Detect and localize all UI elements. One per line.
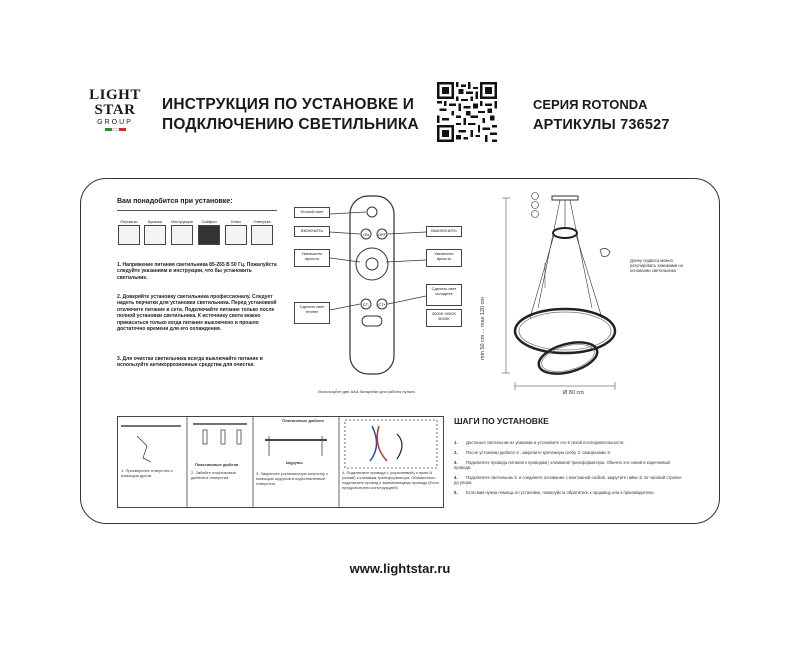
manual-icon	[171, 225, 193, 245]
tool-label: Сайфон	[201, 219, 217, 224]
remote-label-dim-up: Увеличить яркость	[426, 249, 462, 267]
step-caption-3: 3. Закрепите установочную пластину с пом…	[256, 471, 328, 486]
cutters-icon	[144, 225, 166, 245]
install-step: 3.Подключите провода питания к проводам …	[454, 460, 684, 470]
install-step-number: 2.	[454, 450, 458, 455]
chandelier-drawing	[502, 192, 617, 390]
page-title: ИНСТРУКЦИЯ ПО УСТАНОВКЕ И ПОДКЛЮЧЕНИЮ СВ…	[162, 95, 432, 135]
install-step-text: Подключите светильник ① и соедините осно…	[454, 475, 682, 486]
tool-manual: Инструкция	[170, 219, 194, 245]
tool-label: Ключ	[231, 219, 241, 224]
install-step: 2. После установки дюбеля ①, закрепите кр…	[454, 450, 684, 455]
paragraph-1: 1. Напряжение питания светильника 85-265…	[117, 262, 277, 281]
step-caption-2: 2. Забейте пластиковые дюбеля в отверсти…	[191, 470, 236, 480]
italian-flag-icon	[88, 128, 142, 131]
tool-cutters: Кусачки	[143, 219, 167, 245]
install-steps-title: ШАГИ ПО УСТАНОВКЕ	[454, 416, 549, 426]
tool-wrench: Ключ	[224, 219, 248, 245]
plugs-label: Пластиковые дюбеля	[195, 462, 239, 467]
title-line1: ИНСТРУКЦИЯ ПО УСТАНОВКЕ И	[162, 96, 415, 113]
brand-line1: LIGHT	[89, 87, 141, 103]
steps-illustrations	[121, 416, 438, 508]
paragraph-3: 3. Для очистки светильника всегда выключ…	[117, 356, 263, 369]
gloves-icon	[118, 225, 140, 245]
website-link[interactable]: www.lightstar.ru	[349, 561, 451, 576]
series-name: СЕРИЯ ROTONDA	[533, 97, 648, 112]
paragraph-2: 2. Доверяйте установку светильника профе…	[117, 294, 277, 333]
install-step-number: 3.	[454, 460, 458, 465]
install-step-text: После установки дюбеля ①, закрепите креп…	[466, 450, 611, 455]
remote-button-label: CT+	[378, 302, 386, 307]
step-caption-4: 4. Подключите провода L (коричневый) к н…	[342, 470, 439, 490]
remote-label-dim-down: Уменьшить яркость	[294, 249, 330, 267]
plate-label: Платиновые дюбеля	[282, 418, 324, 423]
instruction-card	[80, 178, 720, 524]
remote-label-cooler: Сделать свет холоднее	[426, 284, 462, 306]
cable-note: Длину подвеса можно регулировать зажимам…	[630, 258, 683, 273]
wrench-icon	[225, 225, 247, 245]
title-line2: ПОДКЛЮЧЕНИЮ СВЕТИЛЬНИКА	[162, 116, 419, 133]
series-block: СЕРИЯ ROTONDA АРТИКУЛЫ 736527	[533, 95, 723, 135]
remote-button-label: OFF	[378, 232, 387, 237]
remote-label-warmer: Сделать свет теплее	[294, 302, 330, 324]
install-step: 5. Если вам нужна помощь по установке, по…	[454, 490, 684, 495]
step-caption-1: 1. Просверлите отверстия с помощью дрели…	[121, 468, 173, 478]
remote-label-cct: 3000K 4000K 6000K	[426, 309, 462, 327]
install-step-text: Подключите провода питания к проводам | …	[454, 460, 670, 471]
remote-battery-note: Используйте две ААА батарейки для работы…	[318, 389, 415, 394]
illustrated-steps	[117, 416, 444, 508]
remote-button-label: CT-	[363, 302, 370, 307]
tool-gloves: Перчатки	[117, 219, 141, 245]
remote-diagram: ON OFF CT- CT+	[329, 195, 427, 375]
needs-title: Вам понадобится при установке:	[117, 198, 233, 205]
tool-screwdriver: Отвертка	[250, 219, 274, 245]
siphon-icon	[198, 225, 220, 245]
screws-label: Шурупы	[286, 460, 303, 465]
screwdriver-icon	[251, 225, 273, 245]
remote-label-on: ВКЛЮЧИТЬ	[294, 226, 330, 237]
brand-logo: LIGHT STAR GROUP	[88, 88, 142, 131]
height-dimension: min 50 cm ... max 120 cm	[480, 297, 486, 360]
install-step-number: 1.	[454, 440, 458, 445]
tool-label: Инструкция	[171, 219, 193, 224]
remote-label-off: ВЫКЛЮЧИТЬ	[426, 226, 462, 237]
qr-code-icon	[437, 82, 497, 142]
hand-icon	[599, 248, 611, 257]
install-step: 4.Подключите светильник ① и соедините ос…	[454, 475, 684, 485]
article-number: АРТИКУЛЫ 736527	[533, 117, 670, 133]
tool-label: Отвертка	[253, 219, 271, 224]
install-step-text: Если вам нужна помощь по установке, пожа…	[466, 490, 655, 495]
remote-button-label: ON	[363, 232, 369, 237]
install-step-number: 5.	[454, 490, 458, 495]
needs-divider	[117, 210, 277, 211]
install-step-text: Достаньте светильник из упаковки и устан…	[466, 440, 625, 445]
install-step-number: 4.	[454, 475, 458, 480]
diameter-dimension: Ø 80 cm	[563, 390, 584, 396]
tool-label: Кусачки	[147, 219, 163, 224]
brand-line2: STAR	[94, 102, 136, 118]
remote-label-night: Ночной свет	[294, 207, 330, 218]
brand-line3: GROUP	[97, 119, 133, 126]
tool-siphon: Сайфон	[197, 219, 221, 245]
install-step: 1. Достаньте светильник из упаковки и уст…	[454, 440, 684, 445]
tool-label: Перчатки	[120, 219, 138, 224]
